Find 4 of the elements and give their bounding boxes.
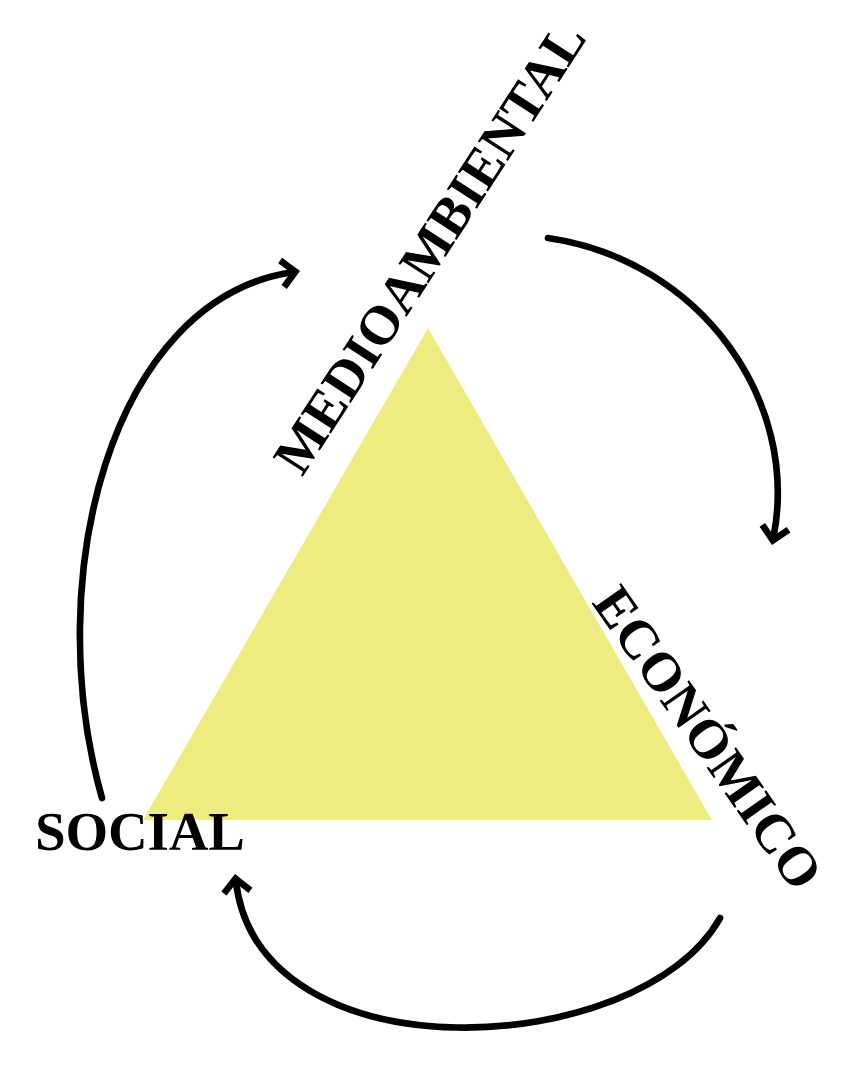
arrow: [544, 234, 791, 545]
arrow: [76, 257, 300, 802]
arrow: [221, 874, 724, 1031]
side-label: SOCIAL: [38, 813, 243, 851]
